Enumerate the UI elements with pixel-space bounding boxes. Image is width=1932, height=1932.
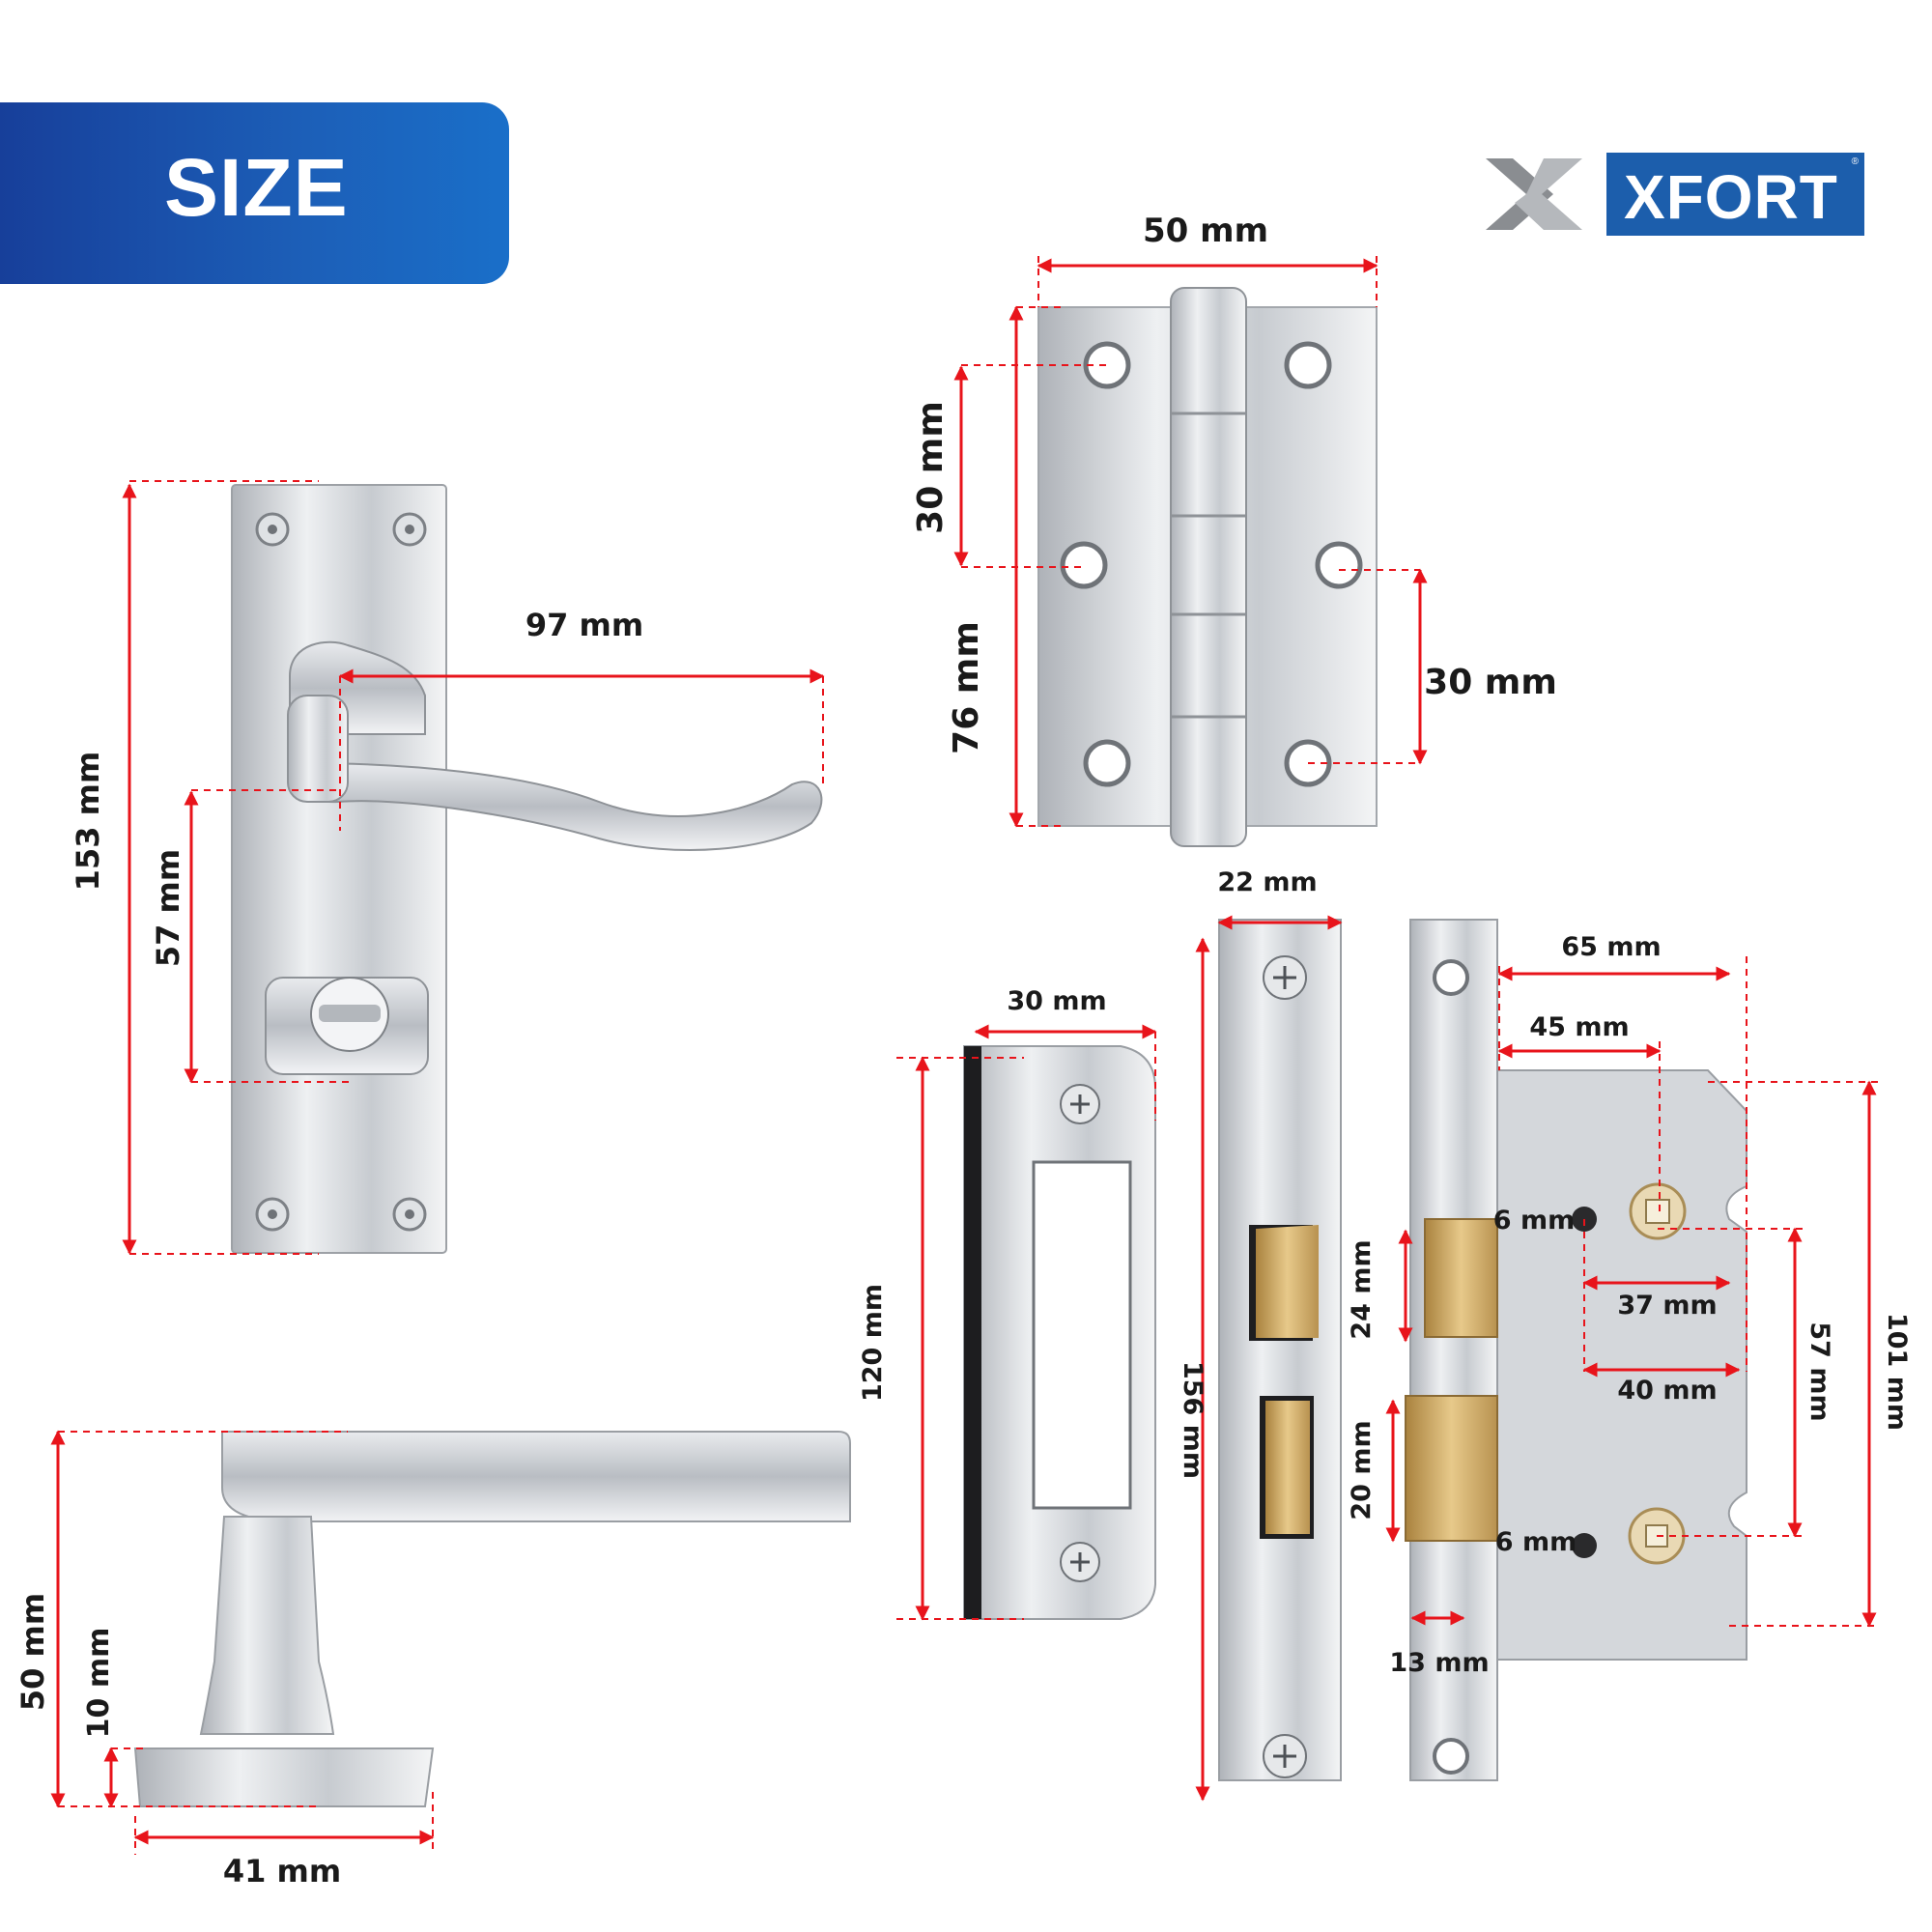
dim-case-depth: 65 mm	[1561, 932, 1661, 962]
size-title: SIZE	[164, 142, 349, 233]
dim-centres: 57 mm	[1804, 1321, 1834, 1421]
x-mark-icon	[1486, 158, 1582, 230]
dimension-lines	[50, 258, 1877, 1845]
size-banner: SIZE	[0, 102, 509, 284]
dim-forend-width: 22 mm	[1217, 867, 1317, 897]
dim-hinge-height: 76 mm	[947, 621, 986, 754]
dim-lever-length: 97 mm	[526, 607, 643, 643]
brand-name: XFORT	[1624, 162, 1838, 232]
dim-spindle-top: 6 mm	[1493, 1206, 1575, 1236]
dim-bolt-offset: 40 mm	[1617, 1376, 1717, 1406]
dim-rose-lever-height: 50 mm	[14, 1593, 51, 1711]
xfort-logo: XFORT ®	[1486, 153, 1864, 236]
dim-lever-plate-height: 153 mm	[70, 752, 106, 892]
dim-latch-height: 24 mm	[1347, 1239, 1377, 1339]
lever-backplate-illustration	[231, 484, 823, 1254]
dim-strike-width: 30 mm	[1007, 986, 1106, 1016]
rose-lever-illustration	[133, 1431, 851, 1807]
extension-lines	[58, 256, 1879, 1855]
dim-hinge-upper-spacing: 30 mm	[911, 401, 951, 534]
dim-spindle-bottom: 6 mm	[1495, 1527, 1577, 1557]
dim-case-height: 101 mm	[1882, 1313, 1912, 1431]
dim-bolt-throw: 13 mm	[1389, 1648, 1489, 1678]
hinge-illustration	[1037, 287, 1378, 847]
dim-rose-diameter: 41 mm	[223, 1853, 341, 1889]
dim-backset: 45 mm	[1529, 1012, 1629, 1042]
dim-hinge-width: 50 mm	[1143, 212, 1268, 250]
dim-forend-height: 156 mm	[1178, 1361, 1208, 1479]
dim-hinge-lower-spacing: 30 mm	[1424, 663, 1557, 702]
brand-registered-mark: ®	[1851, 156, 1859, 167]
dim-spindle-offset: 37 mm	[1617, 1291, 1717, 1321]
dim-deadbolt-height: 20 mm	[1347, 1420, 1377, 1520]
dim-lever-to-turn: 57 mm	[150, 849, 186, 967]
forend-illustration	[1218, 919, 1342, 1781]
brand-box: XFORT ®	[1606, 153, 1864, 236]
dim-strike-height: 120 mm	[858, 1284, 888, 1402]
strike-plate-illustration	[963, 1045, 1156, 1620]
dim-rose-height: 10 mm	[82, 1628, 116, 1739]
